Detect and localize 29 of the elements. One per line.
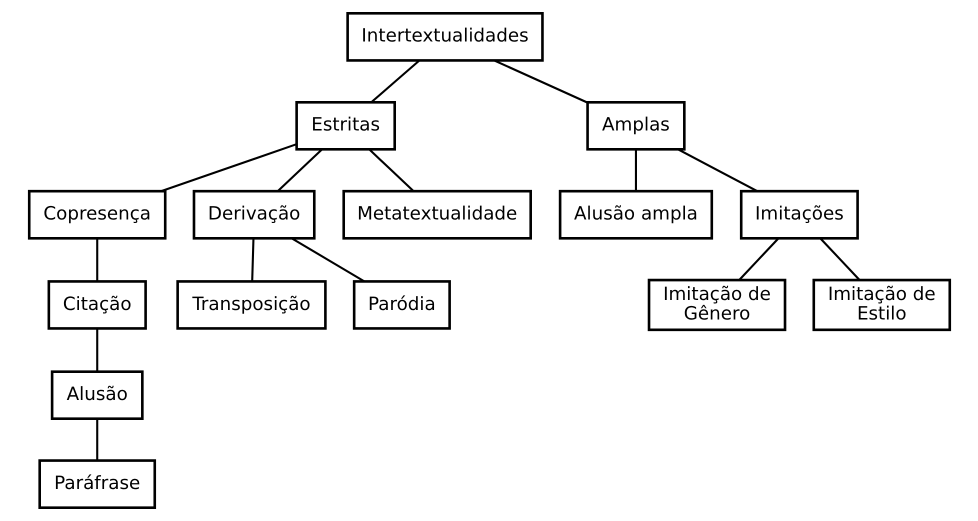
connector	[96, 328, 98, 372]
connector	[96, 238, 98, 281]
node-box: Paráfrase	[38, 459, 156, 509]
node-box: Imitação de Gênero	[647, 278, 786, 332]
node-box: Transposição	[176, 280, 326, 330]
connector	[368, 149, 414, 192]
node-box: Alusão ampla	[558, 190, 713, 240]
node-box: Citação	[47, 280, 146, 330]
connector	[370, 60, 420, 103]
connector	[677, 148, 758, 192]
node-box: Metatextualidade	[342, 190, 532, 240]
node-box: Imitação de Estilo	[812, 278, 951, 332]
connector	[494, 60, 588, 104]
connector	[290, 237, 364, 282]
node-box: Derivação	[192, 190, 316, 240]
node-box: Alusão	[50, 370, 144, 420]
node-box: Imitações	[739, 190, 858, 240]
connector	[160, 143, 296, 192]
connector	[634, 150, 636, 191]
connector	[277, 149, 322, 192]
node-box: Paródia	[352, 280, 450, 330]
connector	[250, 238, 254, 281]
connector	[738, 238, 778, 280]
connector	[819, 238, 860, 280]
connector	[96, 419, 98, 460]
node-box: Estritas	[294, 100, 396, 151]
node-box: Intertextualidades	[346, 12, 544, 62]
node-box: Amplas	[586, 100, 686, 151]
node-box: Copresença	[27, 190, 166, 240]
